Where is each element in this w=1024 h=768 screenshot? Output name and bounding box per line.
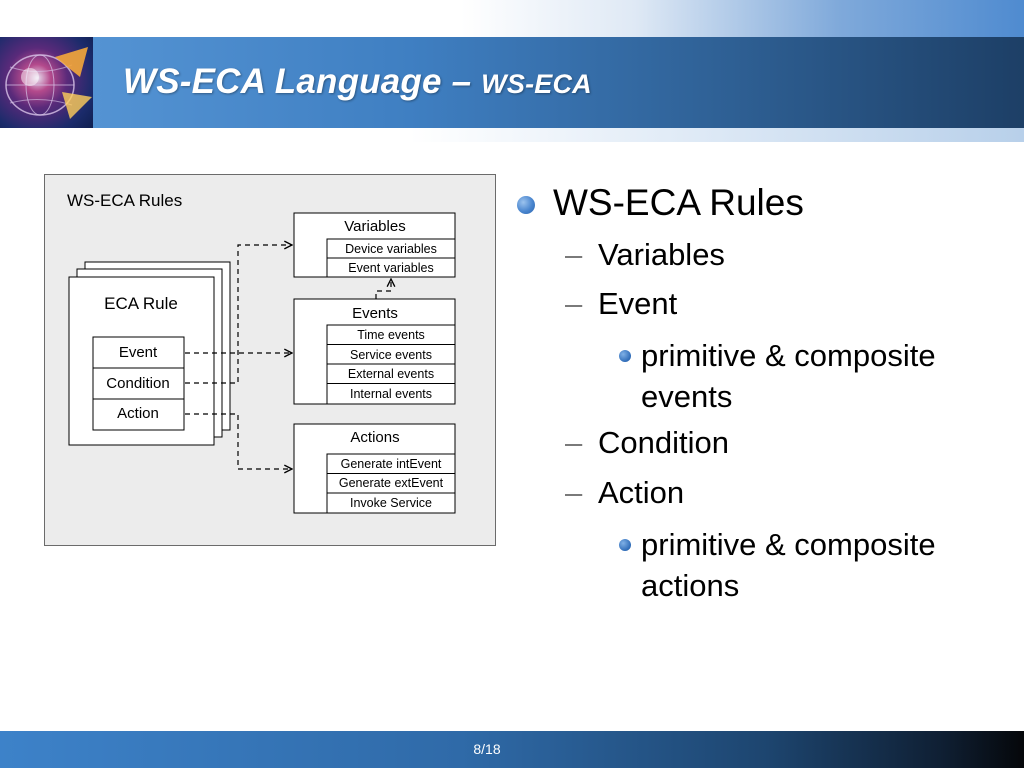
actions-item-box [326, 492, 456, 514]
title-bar [0, 37, 1024, 128]
variables-item: Event variables [348, 261, 433, 275]
bullet-text: WS-ECA Rules [553, 182, 804, 223]
slide-title: WS-ECA Language – WS-ECA [123, 62, 592, 101]
footer-bar: 8/18 [0, 731, 1024, 768]
bullet-text: primitive & composite events [641, 338, 936, 414]
variables-item-box [326, 257, 456, 278]
bullet-text: Variables [598, 237, 725, 272]
actions-item: Generate extEvent [339, 476, 444, 490]
variables-title: Variables [344, 218, 405, 235]
bullet-text: Event [598, 286, 678, 321]
slide-title-sub: WS-ECA [481, 69, 592, 99]
events-title: Events [352, 305, 398, 322]
variables-item: Device variables [345, 242, 437, 256]
actions-item: Generate intEvent [341, 457, 442, 471]
bullet-dot-icon [619, 539, 631, 551]
rule-action-box [92, 398, 185, 431]
ws-eca-diagram: WS-ECA Rules ECA Rule Event Condition Ac… [44, 174, 496, 546]
rule-event-box [92, 336, 185, 369]
dash-icon: – [565, 286, 583, 321]
header-top-strip [0, 0, 1024, 37]
bullet-dot-icon [619, 350, 631, 362]
connector-action-to-actions [185, 413, 292, 469]
actions-item: Invoke Service [350, 496, 432, 510]
events-item-box [326, 383, 456, 405]
header-under-strip [0, 128, 1024, 142]
dash-icon: – [565, 425, 583, 460]
bullet-text: Action [598, 475, 685, 510]
events-item: Service events [350, 348, 432, 362]
bullet-dot-icon [517, 196, 535, 214]
rule-action-label: Action [117, 405, 159, 422]
page-number: 8/18 [473, 741, 501, 757]
dash-icon: – [565, 475, 583, 510]
rule-condition-label: Condition [106, 375, 169, 392]
globe-logo-icon [0, 37, 93, 128]
rule-event-label: Event [119, 344, 158, 361]
bullet-text: Condition [598, 425, 729, 460]
diagram-frame-label: WS-ECA Rules [67, 191, 182, 210]
rule-label: ECA Rule [104, 294, 178, 313]
dash-icon: – [565, 237, 583, 272]
actions-title: Actions [350, 429, 399, 446]
events-item: External events [348, 367, 434, 381]
bullet-text: primitive & composite actions [641, 527, 936, 603]
connector-events-to-variables [375, 279, 391, 299]
connector-condition-to-variables [185, 245, 292, 384]
events-item: Time events [357, 328, 425, 342]
rule-condition-box [92, 367, 185, 400]
events-item: Internal events [350, 387, 432, 401]
